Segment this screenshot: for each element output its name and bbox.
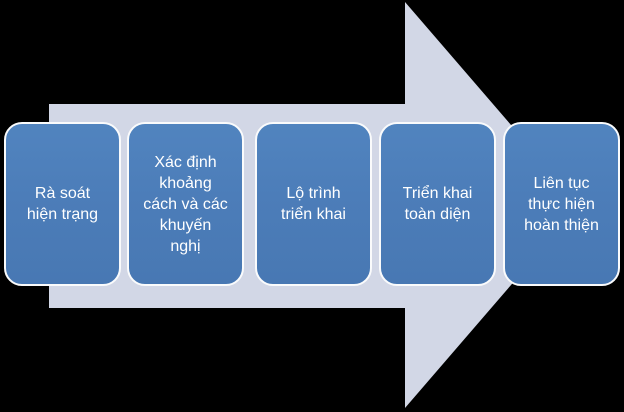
step-box-ra-soat: Rà soát hiện trạng: [4, 122, 121, 286]
step-label: Xác định khoảng cách và các khuyến nghị: [143, 153, 228, 255]
step-label: Lộ trình triển khai: [281, 185, 346, 223]
step-label: Rà soát hiện trạng: [26, 185, 99, 223]
step-box-lo-trinh: Lộ trình triển khai: [255, 122, 372, 286]
step-label: Triển khai toàn diện: [402, 185, 473, 223]
step-box-trien-khai: Triển khai toàn diện: [379, 122, 496, 286]
step-label: Liên tục thực hiện hoàn thiện: [524, 174, 599, 234]
step-box-xac-dinh: Xác định khoảng cách và các khuyến nghị: [127, 122, 244, 286]
step-box-lien-tuc: Liên tục thực hiện hoàn thiện: [503, 122, 620, 286]
